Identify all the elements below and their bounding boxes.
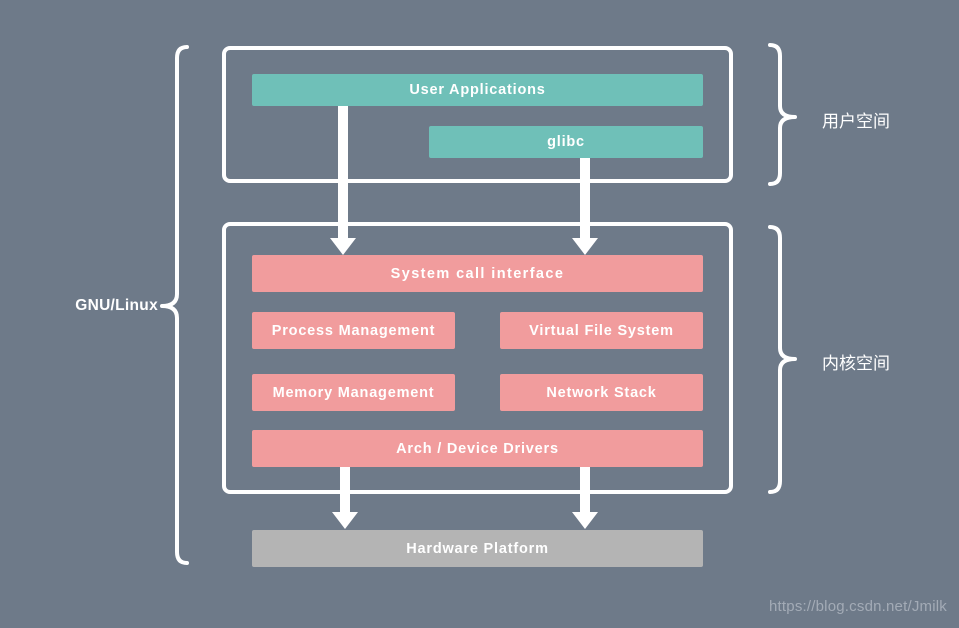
- block-virtual-file-system: Virtual File System: [500, 312, 703, 349]
- user-space-label: 用户空间: [822, 112, 890, 131]
- block-system-call-interface: System call interface: [252, 255, 703, 292]
- block-network-stack: Network Stack: [500, 374, 703, 411]
- user-space-box: [222, 46, 733, 183]
- block-process-management: Process Management: [252, 312, 455, 349]
- watermark-url: https://blog.csdn.net/Jmilk: [769, 598, 947, 615]
- block-hardware-platform: Hardware Platform: [252, 530, 703, 567]
- brace-user-space: [768, 43, 797, 186]
- gnu-linux-label: GNU/Linux: [75, 297, 158, 314]
- block-memory-management: Memory Management: [252, 374, 455, 411]
- kernel-space-label: 内核空间: [822, 354, 890, 373]
- block-user-applications: User Applications: [252, 74, 703, 106]
- brace-gnu-linux: [160, 45, 189, 565]
- brace-kernel-space: [768, 225, 797, 494]
- kernel-space-box: [222, 222, 733, 494]
- block-glibc: glibc: [429, 126, 703, 158]
- block-arch-device-drivers: Arch / Device Drivers: [252, 430, 703, 467]
